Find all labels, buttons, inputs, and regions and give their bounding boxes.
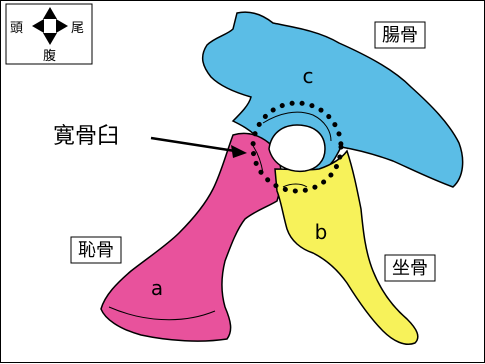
legend-tail-label: 尾: [71, 21, 84, 36]
region-label-c: c: [303, 64, 314, 88]
region-label-a: a: [151, 276, 163, 300]
acetabulum-pointer-arrow: [151, 138, 235, 151]
legend-belly-label: 腹: [43, 48, 56, 64]
ischium-bone: [275, 151, 418, 344]
ilium-label: 腸骨: [382, 25, 418, 46]
acetabulum-label: 寛骨臼: [53, 124, 119, 149]
ischium-label: 坐骨: [392, 258, 428, 279]
region-label-b: b: [315, 220, 328, 244]
pubis-label: 恥骨: [78, 240, 114, 261]
legend-head-label: 頭: [10, 21, 23, 36]
